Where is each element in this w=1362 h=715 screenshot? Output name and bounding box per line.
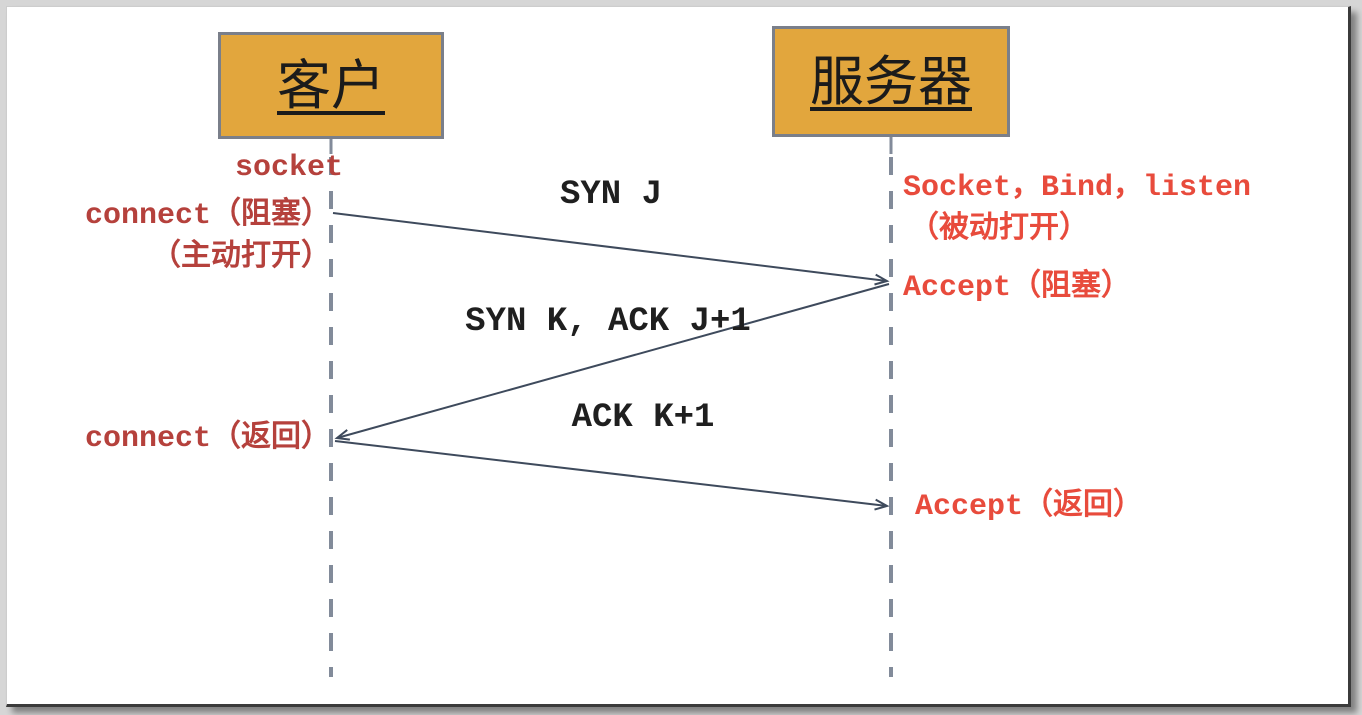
diagram-canvas: 客户 服务器 SYN J SYN K, ACK J+1 ACK K+1 sock… bbox=[6, 6, 1351, 707]
syn-ack-arrow bbox=[334, 283, 890, 441]
server-socket-bind-listen-label: Socket，Bind，listen bbox=[903, 171, 1252, 205]
client-actor-box: 客户 bbox=[218, 32, 444, 139]
client-connect-return-label: connect（返回） bbox=[84, 422, 331, 456]
server-actor-box: 服务器 bbox=[772, 26, 1010, 137]
ack-arrow bbox=[334, 440, 890, 511]
syn-message-label: SYN J bbox=[559, 176, 663, 214]
client-actor-label: 客户 bbox=[277, 53, 385, 117]
server-actor-label: 服务器 bbox=[810, 49, 972, 113]
ack-message-label: ACK K+1 bbox=[571, 399, 715, 437]
server-accept-return-label: Accept（返回） bbox=[915, 490, 1144, 524]
sequence-wires bbox=[329, 137, 893, 677]
client-active-open-label: （主动打开） bbox=[151, 241, 331, 275]
client-socket-label: socket bbox=[234, 151, 343, 185]
server-accept-blocking-label: Accept（阻塞） bbox=[903, 271, 1132, 305]
syn-ack-message-label: SYN K, ACK J+1 bbox=[465, 303, 751, 341]
syn-arrow bbox=[332, 212, 890, 286]
client-connect-blocking-label: connect（阻塞） bbox=[84, 199, 331, 233]
server-passive-open-label: （被动打开） bbox=[909, 213, 1089, 247]
